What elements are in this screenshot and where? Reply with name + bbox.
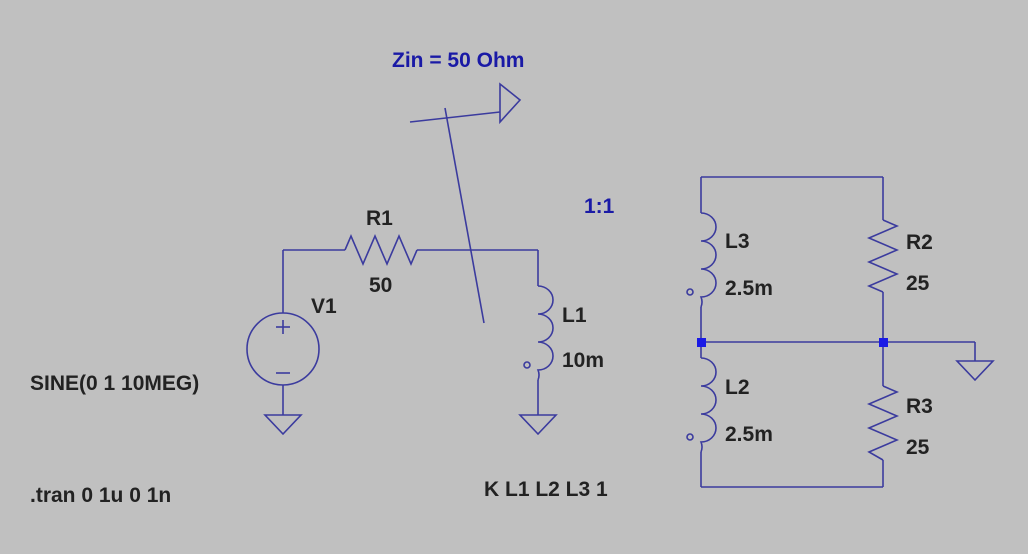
resistor-r2-icon[interactable]	[866, 219, 900, 293]
coupling-directive[interactable]: K L1 L2 L3 1	[484, 478, 608, 501]
l2-name-label[interactable]: L2	[725, 376, 750, 399]
v1-value-label[interactable]: SINE(0 1 10MEG)	[30, 372, 199, 395]
junction-node	[879, 338, 888, 347]
l1-name-label[interactable]: L1	[562, 304, 587, 327]
resistor-r1-icon[interactable]	[344, 233, 418, 267]
r3-name-label[interactable]: R3	[906, 395, 933, 418]
impedance-probe-arrow-icon	[409, 82, 522, 324]
tran-directive[interactable]: .tran 0 1u 0 1n	[30, 484, 171, 507]
v1-name-label[interactable]: V1	[311, 295, 337, 318]
ratio-annotation[interactable]: 1:1	[584, 195, 615, 218]
r1-value-label[interactable]: 50	[369, 274, 392, 297]
r1-name-label[interactable]: R1	[366, 207, 393, 230]
inductor-l2-icon[interactable]	[686, 342, 717, 453]
junction-node	[697, 338, 706, 347]
l3-value-label[interactable]: 2.5m	[725, 277, 773, 300]
inductor-l3-icon[interactable]	[686, 212, 717, 308]
l2-value-label[interactable]: 2.5m	[725, 423, 773, 446]
l1-value-label[interactable]: 10m	[562, 349, 604, 372]
ground-icon	[955, 360, 995, 382]
l3-name-label[interactable]: L3	[725, 230, 750, 253]
ground-icon	[263, 414, 303, 436]
resistor-r3-icon[interactable]	[866, 342, 900, 461]
inductor-l1-icon[interactable]	[523, 285, 554, 381]
ground-icon	[518, 414, 558, 436]
voltage-source-icon[interactable]	[246, 312, 320, 386]
zin-annotation[interactable]: Zin = 50 Ohm	[392, 49, 524, 72]
r2-value-label[interactable]: 25	[906, 272, 930, 295]
r3-value-label[interactable]: 25	[906, 436, 930, 459]
r2-name-label[interactable]: R2	[906, 231, 933, 254]
